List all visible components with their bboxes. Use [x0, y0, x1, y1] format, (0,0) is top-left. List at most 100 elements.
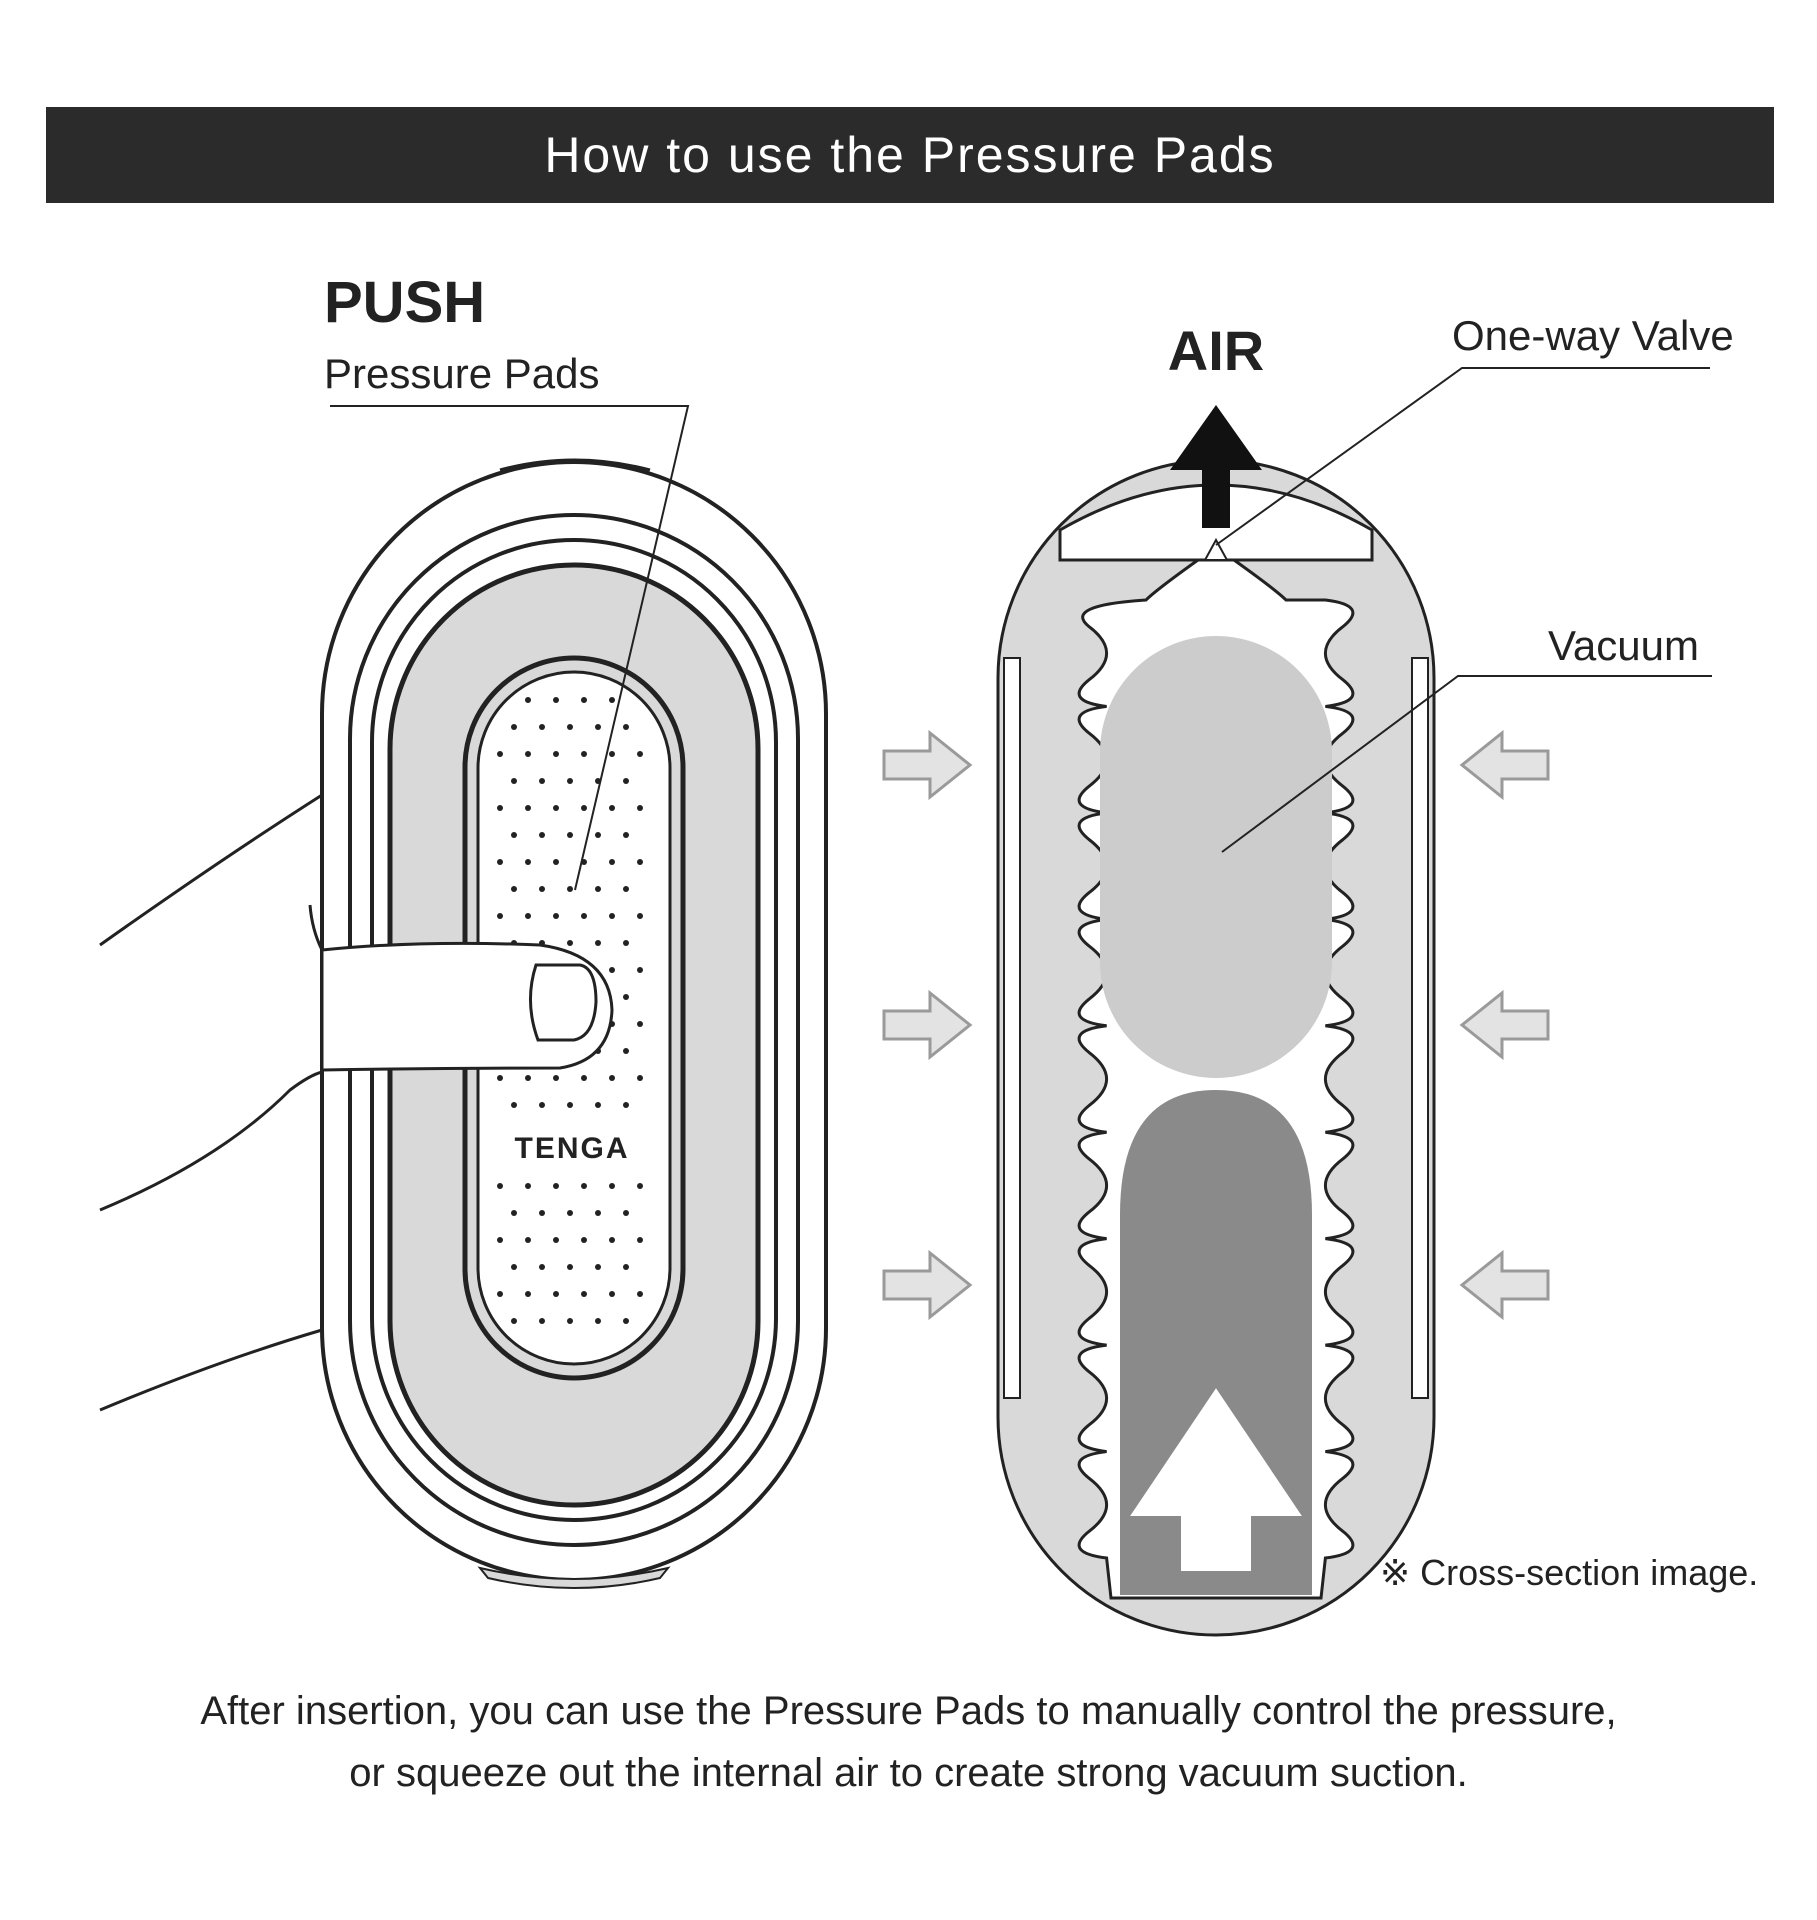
pad-dot: [567, 886, 573, 892]
pad-dot: [609, 1237, 615, 1243]
pad-dot: [525, 697, 531, 703]
pad-dot: [637, 805, 643, 811]
pad-dot: [637, 1021, 643, 1027]
pad-dot: [609, 697, 615, 703]
pressure-pads-label: Pressure Pads: [324, 350, 599, 397]
pad-dot: [637, 1237, 643, 1243]
pad-dot: [595, 1102, 601, 1108]
title-bar: How to use the Pressure Pads: [46, 107, 1774, 203]
caption-line-2: or squeeze out the internal air to creat…: [349, 1751, 1468, 1795]
arrow-left-icon: [1459, 729, 1550, 801]
caption: After insertion, you can use the Pressur…: [60, 1680, 1757, 1804]
pad-dot: [637, 1183, 643, 1189]
pad-dot: [553, 1291, 559, 1297]
one-way-valve-label: One-way Valve: [1452, 312, 1734, 359]
pad-dot: [539, 832, 545, 838]
pad-dot: [525, 1183, 531, 1189]
pad-dot: [623, 1264, 629, 1270]
arrow-left-icon: [1459, 1249, 1550, 1321]
pad-dot: [553, 1075, 559, 1081]
pad-dot: [637, 1075, 643, 1081]
pad-dot: [567, 1102, 573, 1108]
pad-dot: [553, 751, 559, 757]
pad-dot: [623, 1102, 629, 1108]
pad-dot: [595, 724, 601, 730]
pad-dot: [609, 751, 615, 757]
hand-illustration: [99, 793, 614, 1412]
pad-dot: [525, 859, 531, 865]
brand-logo: TENGA: [515, 1132, 630, 1165]
pad-dot: [525, 751, 531, 757]
pad-dot: [553, 913, 559, 919]
pad-dot: [539, 724, 545, 730]
pad-dot: [581, 1075, 587, 1081]
pad-dot: [609, 913, 615, 919]
valve-leader-line: [1215, 367, 1710, 546]
pad-dot: [567, 940, 573, 946]
pad-dot: [637, 1291, 643, 1297]
pad-dot: [623, 724, 629, 730]
pad-dot: [581, 805, 587, 811]
pad-dot: [581, 751, 587, 757]
caption-line-1: After insertion, you can use the Pressur…: [200, 1689, 1617, 1733]
device-cross-section: [996, 405, 1436, 1637]
pad-dot: [497, 1291, 503, 1297]
arrow-up-icon: [1170, 405, 1262, 528]
pad-dot: [497, 913, 503, 919]
vacuum-leader-line: [1221, 675, 1712, 853]
pad-dot: [567, 724, 573, 730]
pad-dot: [497, 1237, 503, 1243]
pad-dot: [567, 1210, 573, 1216]
arrow-right-icon: [882, 1249, 973, 1321]
pad-dot: [609, 1075, 615, 1081]
pad-dot: [623, 940, 629, 946]
pad-dot: [525, 1237, 531, 1243]
pad-dot: [567, 1264, 573, 1270]
arrow-left-icon: [1459, 989, 1550, 1061]
pad-dot: [497, 1075, 503, 1081]
pad-dot: [595, 940, 601, 946]
pad-dot: [539, 1264, 545, 1270]
pad-dot: [609, 1291, 615, 1297]
pad-dot: [553, 1183, 559, 1189]
pad-dot: [539, 1102, 545, 1108]
pressure-pads-leader-line: [330, 405, 690, 891]
pad-dot: [623, 1048, 629, 1054]
pad-dot: [623, 778, 629, 784]
pad-dot: [553, 697, 559, 703]
pad-dot: [637, 859, 643, 865]
pad-dot: [553, 805, 559, 811]
pad-dot: [567, 832, 573, 838]
pad-dot: [637, 967, 643, 973]
arrow-up-outline-icon: [1130, 1388, 1302, 1571]
pad-dot: [539, 1318, 545, 1324]
push-label: PUSH: [324, 270, 485, 335]
pad-dot: [623, 1210, 629, 1216]
vacuum-region: [1100, 636, 1332, 1078]
pad-dot: [511, 724, 517, 730]
pad-dot: [511, 832, 517, 838]
pad-dot: [525, 1075, 531, 1081]
pad-dot: [567, 1318, 573, 1324]
page-title: How to use the Pressure Pads: [544, 127, 1276, 183]
pad-dot: [567, 778, 573, 784]
pad-dot: [581, 697, 587, 703]
pad-dot: [595, 886, 601, 892]
pad-dot: [637, 751, 643, 757]
pad-dot: [539, 778, 545, 784]
pad-dot: [581, 1183, 587, 1189]
pad-dot: [511, 1264, 517, 1270]
pad-dot: [511, 1210, 517, 1216]
pad-dot: [497, 805, 503, 811]
squeeze-arrows: [882, 729, 1550, 1321]
pad-dot: [511, 1318, 517, 1324]
pad-dot: [595, 832, 601, 838]
pad-dot: [595, 1264, 601, 1270]
pad-dot: [581, 1291, 587, 1297]
pad-dot: [623, 886, 629, 892]
pad-dot: [511, 778, 517, 784]
pad-dot: [595, 1318, 601, 1324]
pad-dot: [497, 1183, 503, 1189]
arrow-right-icon: [882, 729, 973, 801]
